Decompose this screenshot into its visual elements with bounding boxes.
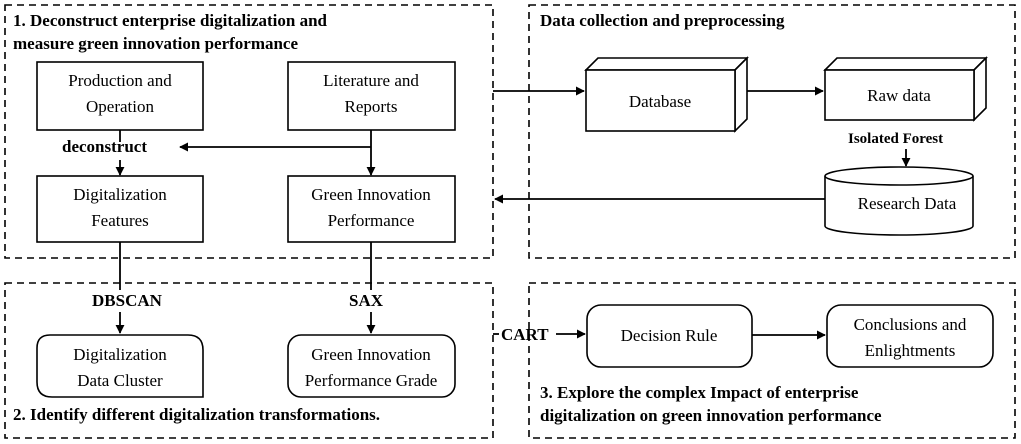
dbscan-label: DBSCAN bbox=[92, 291, 163, 310]
literature-line2: Reports bbox=[345, 97, 398, 116]
grade-line2: Performance Grade bbox=[305, 371, 438, 390]
cluster-line2: Data Cluster bbox=[77, 371, 163, 390]
panel-data-title: Data collection and preprocessing bbox=[540, 11, 785, 30]
panel2-title: 2. Identify different digitalization tra… bbox=[13, 405, 380, 424]
database-3d-box: Database bbox=[584, 56, 749, 133]
production-line1: Production and bbox=[68, 71, 172, 90]
panel1-title-line2: measure green innovation performance bbox=[13, 34, 298, 53]
raw-data-label: Raw data bbox=[867, 86, 931, 105]
digitalization-features-line2: Features bbox=[91, 211, 149, 230]
green-innovation-performance-box: Green Innovation Performance bbox=[287, 175, 456, 243]
conclusions-line2: Enlightments bbox=[865, 341, 956, 360]
green-performance-line1: Green Innovation bbox=[311, 185, 431, 204]
digitalization-cluster-box: Digitalization Data Cluster bbox=[36, 334, 204, 398]
research-data-cylinder: Research Data bbox=[824, 166, 974, 236]
panel-explore bbox=[528, 282, 1016, 439]
conclusions-line1: Conclusions and bbox=[854, 315, 967, 334]
digitalization-features-box: Digitalization Features bbox=[36, 175, 204, 243]
sax-label: SAX bbox=[349, 291, 384, 310]
conclusions-box: Conclusions and Enlightments bbox=[826, 304, 994, 368]
decision-rule-label: Decision Rule bbox=[621, 326, 718, 345]
performance-grade-box: Green Innovation Performance Grade bbox=[287, 334, 456, 398]
panel-data-collection bbox=[528, 4, 1016, 259]
panel-deconstruct bbox=[4, 4, 494, 259]
grade-line1: Green Innovation bbox=[311, 345, 431, 364]
panel-identify bbox=[4, 282, 494, 439]
database-label: Database bbox=[629, 92, 691, 111]
decision-rule-box: Decision Rule bbox=[586, 304, 753, 368]
raw-data-3d-box: Raw data bbox=[823, 56, 988, 122]
research-data-label: Research Data bbox=[858, 194, 957, 213]
production-operation-box: Production and Operation bbox=[36, 61, 204, 131]
green-performance-line2: Performance bbox=[328, 211, 415, 230]
deconstruct-label: deconstruct bbox=[62, 137, 147, 156]
digitalization-features-line1: Digitalization bbox=[73, 185, 167, 204]
production-line2: Operation bbox=[86, 97, 154, 116]
isolated-forest-label: Isolated Forest bbox=[848, 131, 943, 147]
panel3-title-line2: digitalization on green innovation perfo… bbox=[540, 406, 882, 425]
cart-label: CART bbox=[501, 325, 549, 344]
panel3-title-line1: 3. Explore the complex Impact of enterpr… bbox=[540, 383, 859, 402]
literature-reports-box: Literature and Reports bbox=[287, 61, 456, 131]
cluster-line1: Digitalization bbox=[73, 345, 167, 364]
literature-line1: Literature and bbox=[323, 71, 419, 90]
panel1-title-line1: 1. Deconstruct enterprise digitalization… bbox=[13, 11, 328, 30]
